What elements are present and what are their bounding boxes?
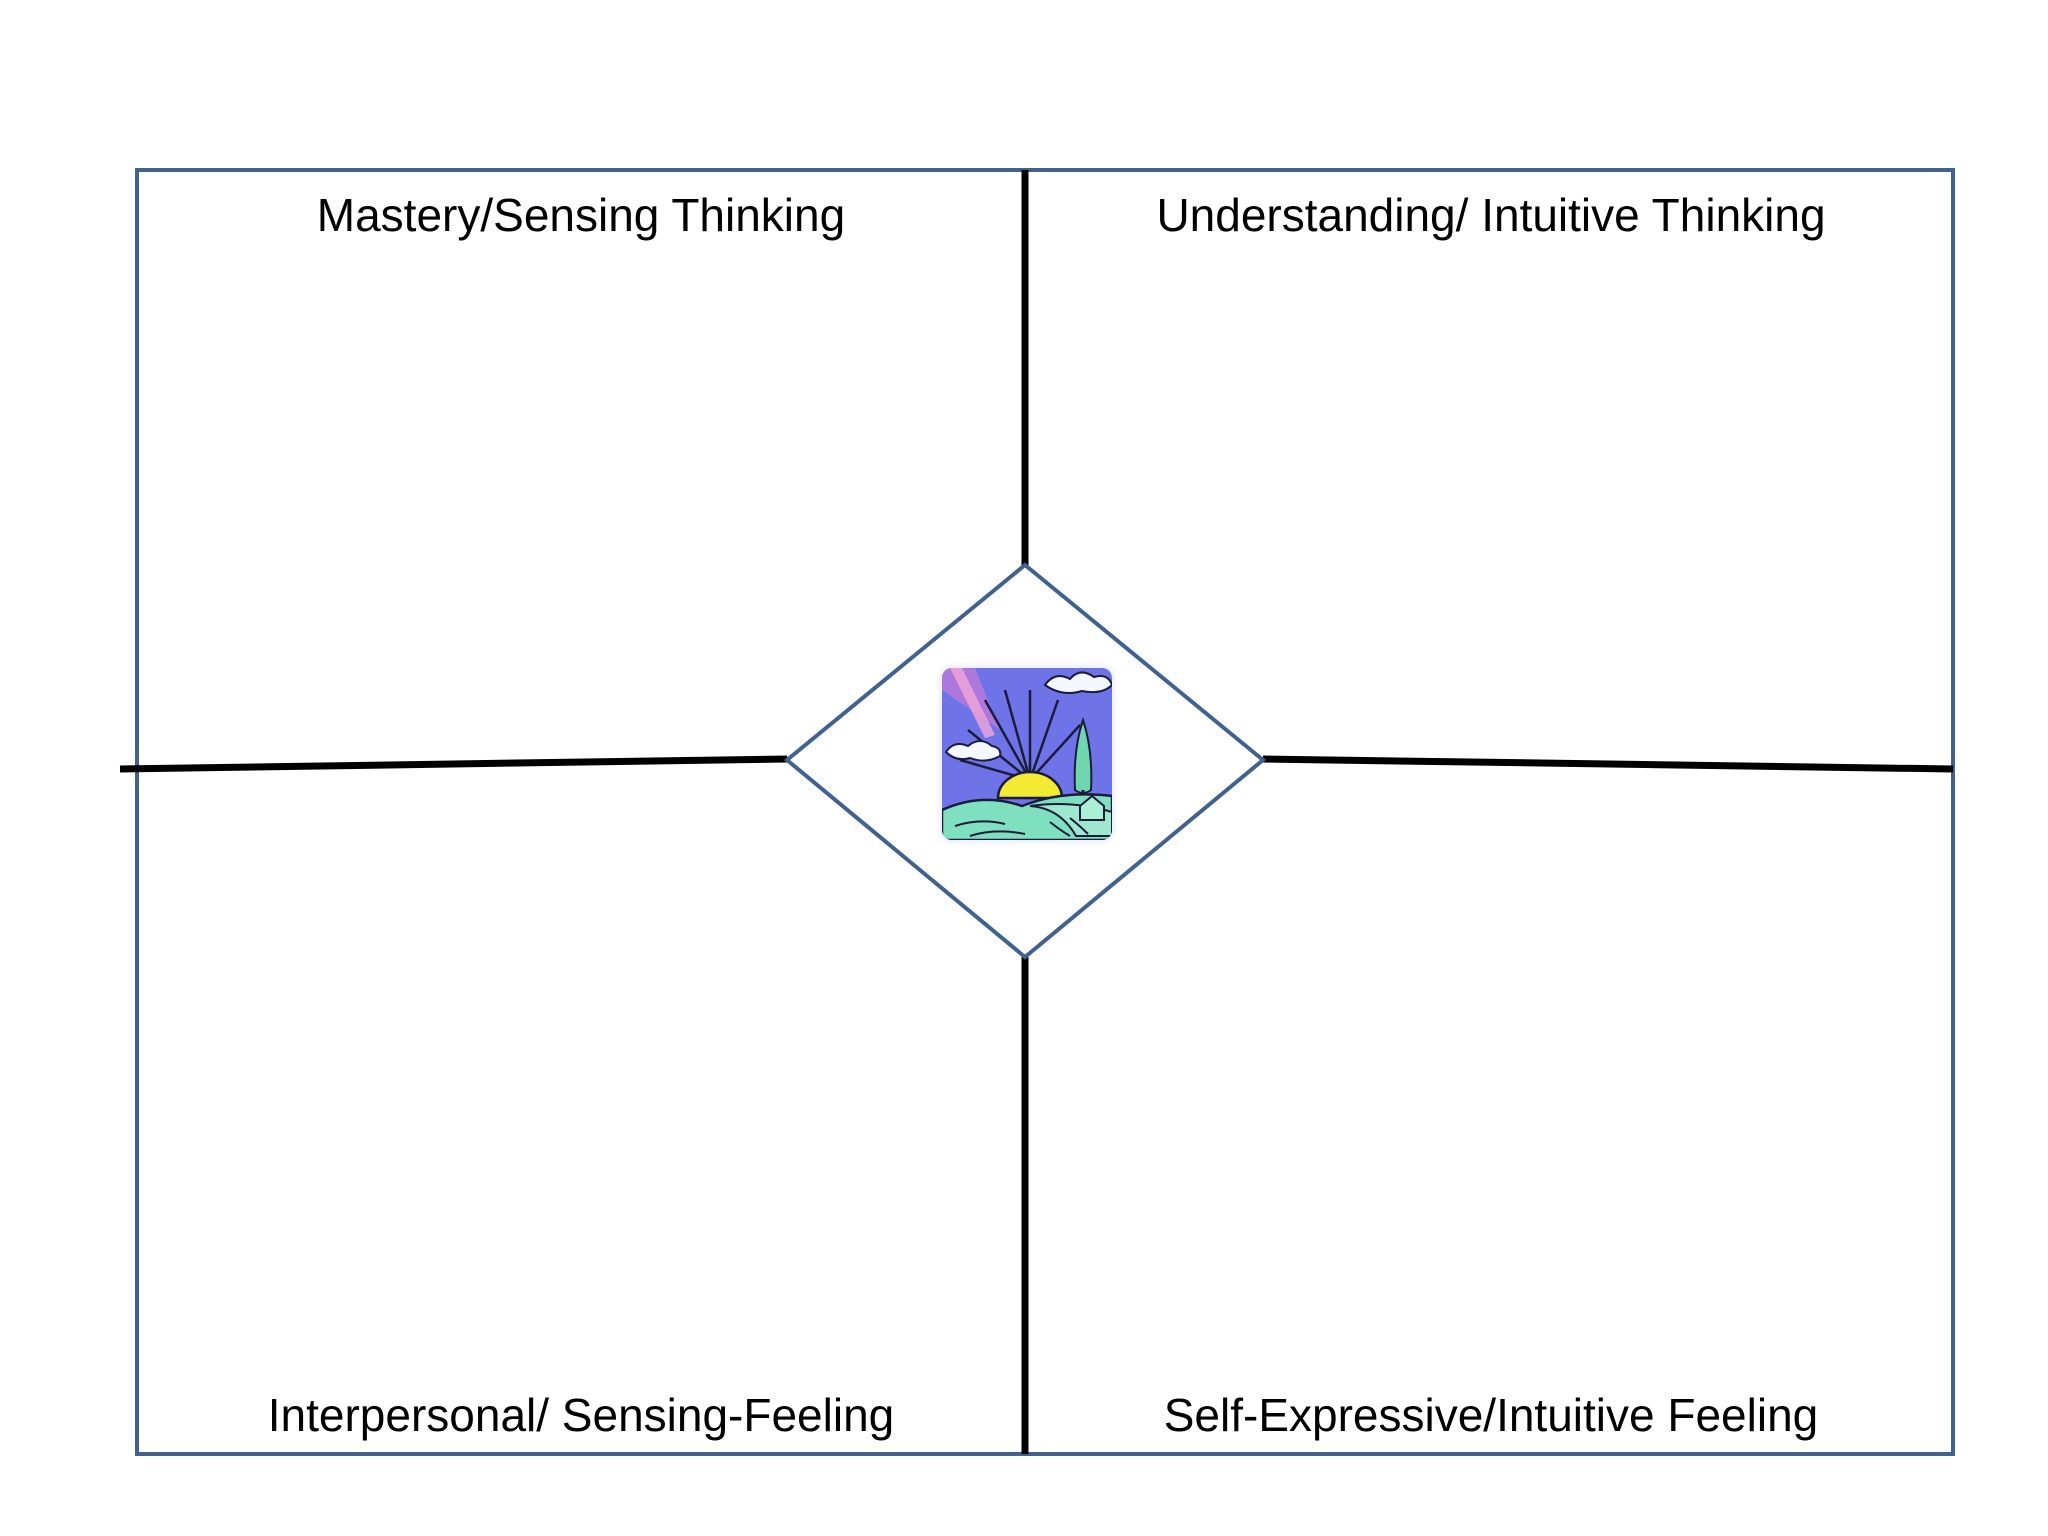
quadrant-label-self-expressive: Self-Expressive/Intuitive Feeling bbox=[1163, 1389, 1819, 1441]
quadrant-label-mastery: Mastery/Sensing Thinking bbox=[316, 189, 846, 241]
quadrant-label-interpersonal: Interpersonal/ Sensing-Feeling bbox=[267, 1389, 895, 1441]
quadrant-label-understanding: Understanding/ Intuitive Thinking bbox=[1156, 189, 1826, 241]
sunrise-landscape-icon bbox=[940, 666, 1114, 842]
divider-left bbox=[119, 755, 788, 773]
divider-right bbox=[1262, 755, 1954, 773]
